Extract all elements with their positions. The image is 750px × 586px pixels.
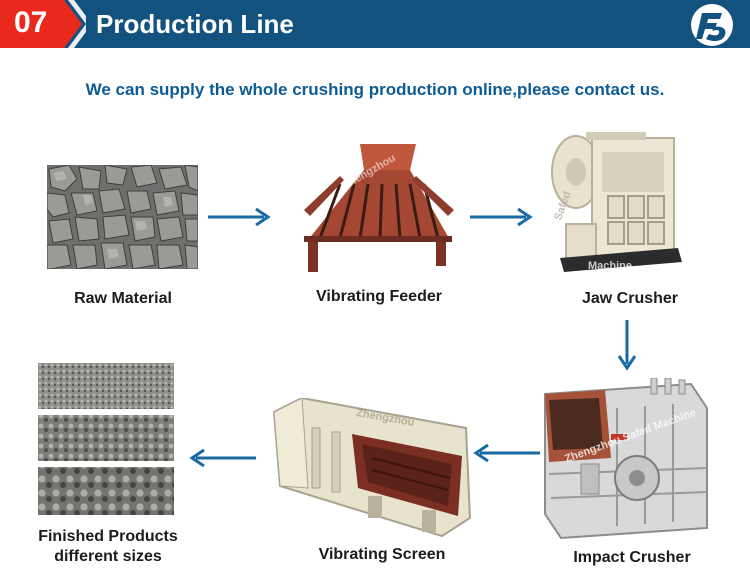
vibrating-screen-label: Vibrating Screen <box>318 546 446 563</box>
finished-products-label-sizes: different sizes <box>54 548 162 565</box>
section-number: 07 <box>14 6 48 39</box>
arrow-left-icon <box>473 444 540 462</box>
arrow-down-icon <box>618 320 636 371</box>
jaw-crusher-label: Jaw Crusher <box>581 290 679 307</box>
raw-material-label: Raw Material <box>74 290 172 307</box>
fs-brand-logo-icon <box>691 4 733 46</box>
jaw-crusher-image: Safed Machine <box>546 128 684 280</box>
vibrating-feeder-label: Vibrating Feeder <box>316 288 442 305</box>
vibrating-feeder-image: Zhengzhou <box>300 140 458 280</box>
watermark-text: Machine <box>588 260 633 272</box>
impact-crusher-image: Zhengzhou Safed Machine <box>541 378 713 540</box>
subtitle-text: We can supply the whole crushing product… <box>85 80 665 99</box>
raw-material-image <box>47 165 198 269</box>
finished-products-image <box>38 363 174 515</box>
page-title: Production Line <box>96 9 294 39</box>
arrow-right-icon <box>208 208 271 226</box>
arrow-left-icon <box>189 449 256 467</box>
impact-crusher-label: Impact Crusher <box>573 549 691 566</box>
vibrating-screen-image: Zhengzhou <box>272 398 472 538</box>
finished-products-label: Finished Products <box>38 528 178 545</box>
header-bar: 07 Production Line <box>0 0 750 48</box>
arrow-right-icon <box>470 208 533 226</box>
number-badge <box>0 0 86 48</box>
